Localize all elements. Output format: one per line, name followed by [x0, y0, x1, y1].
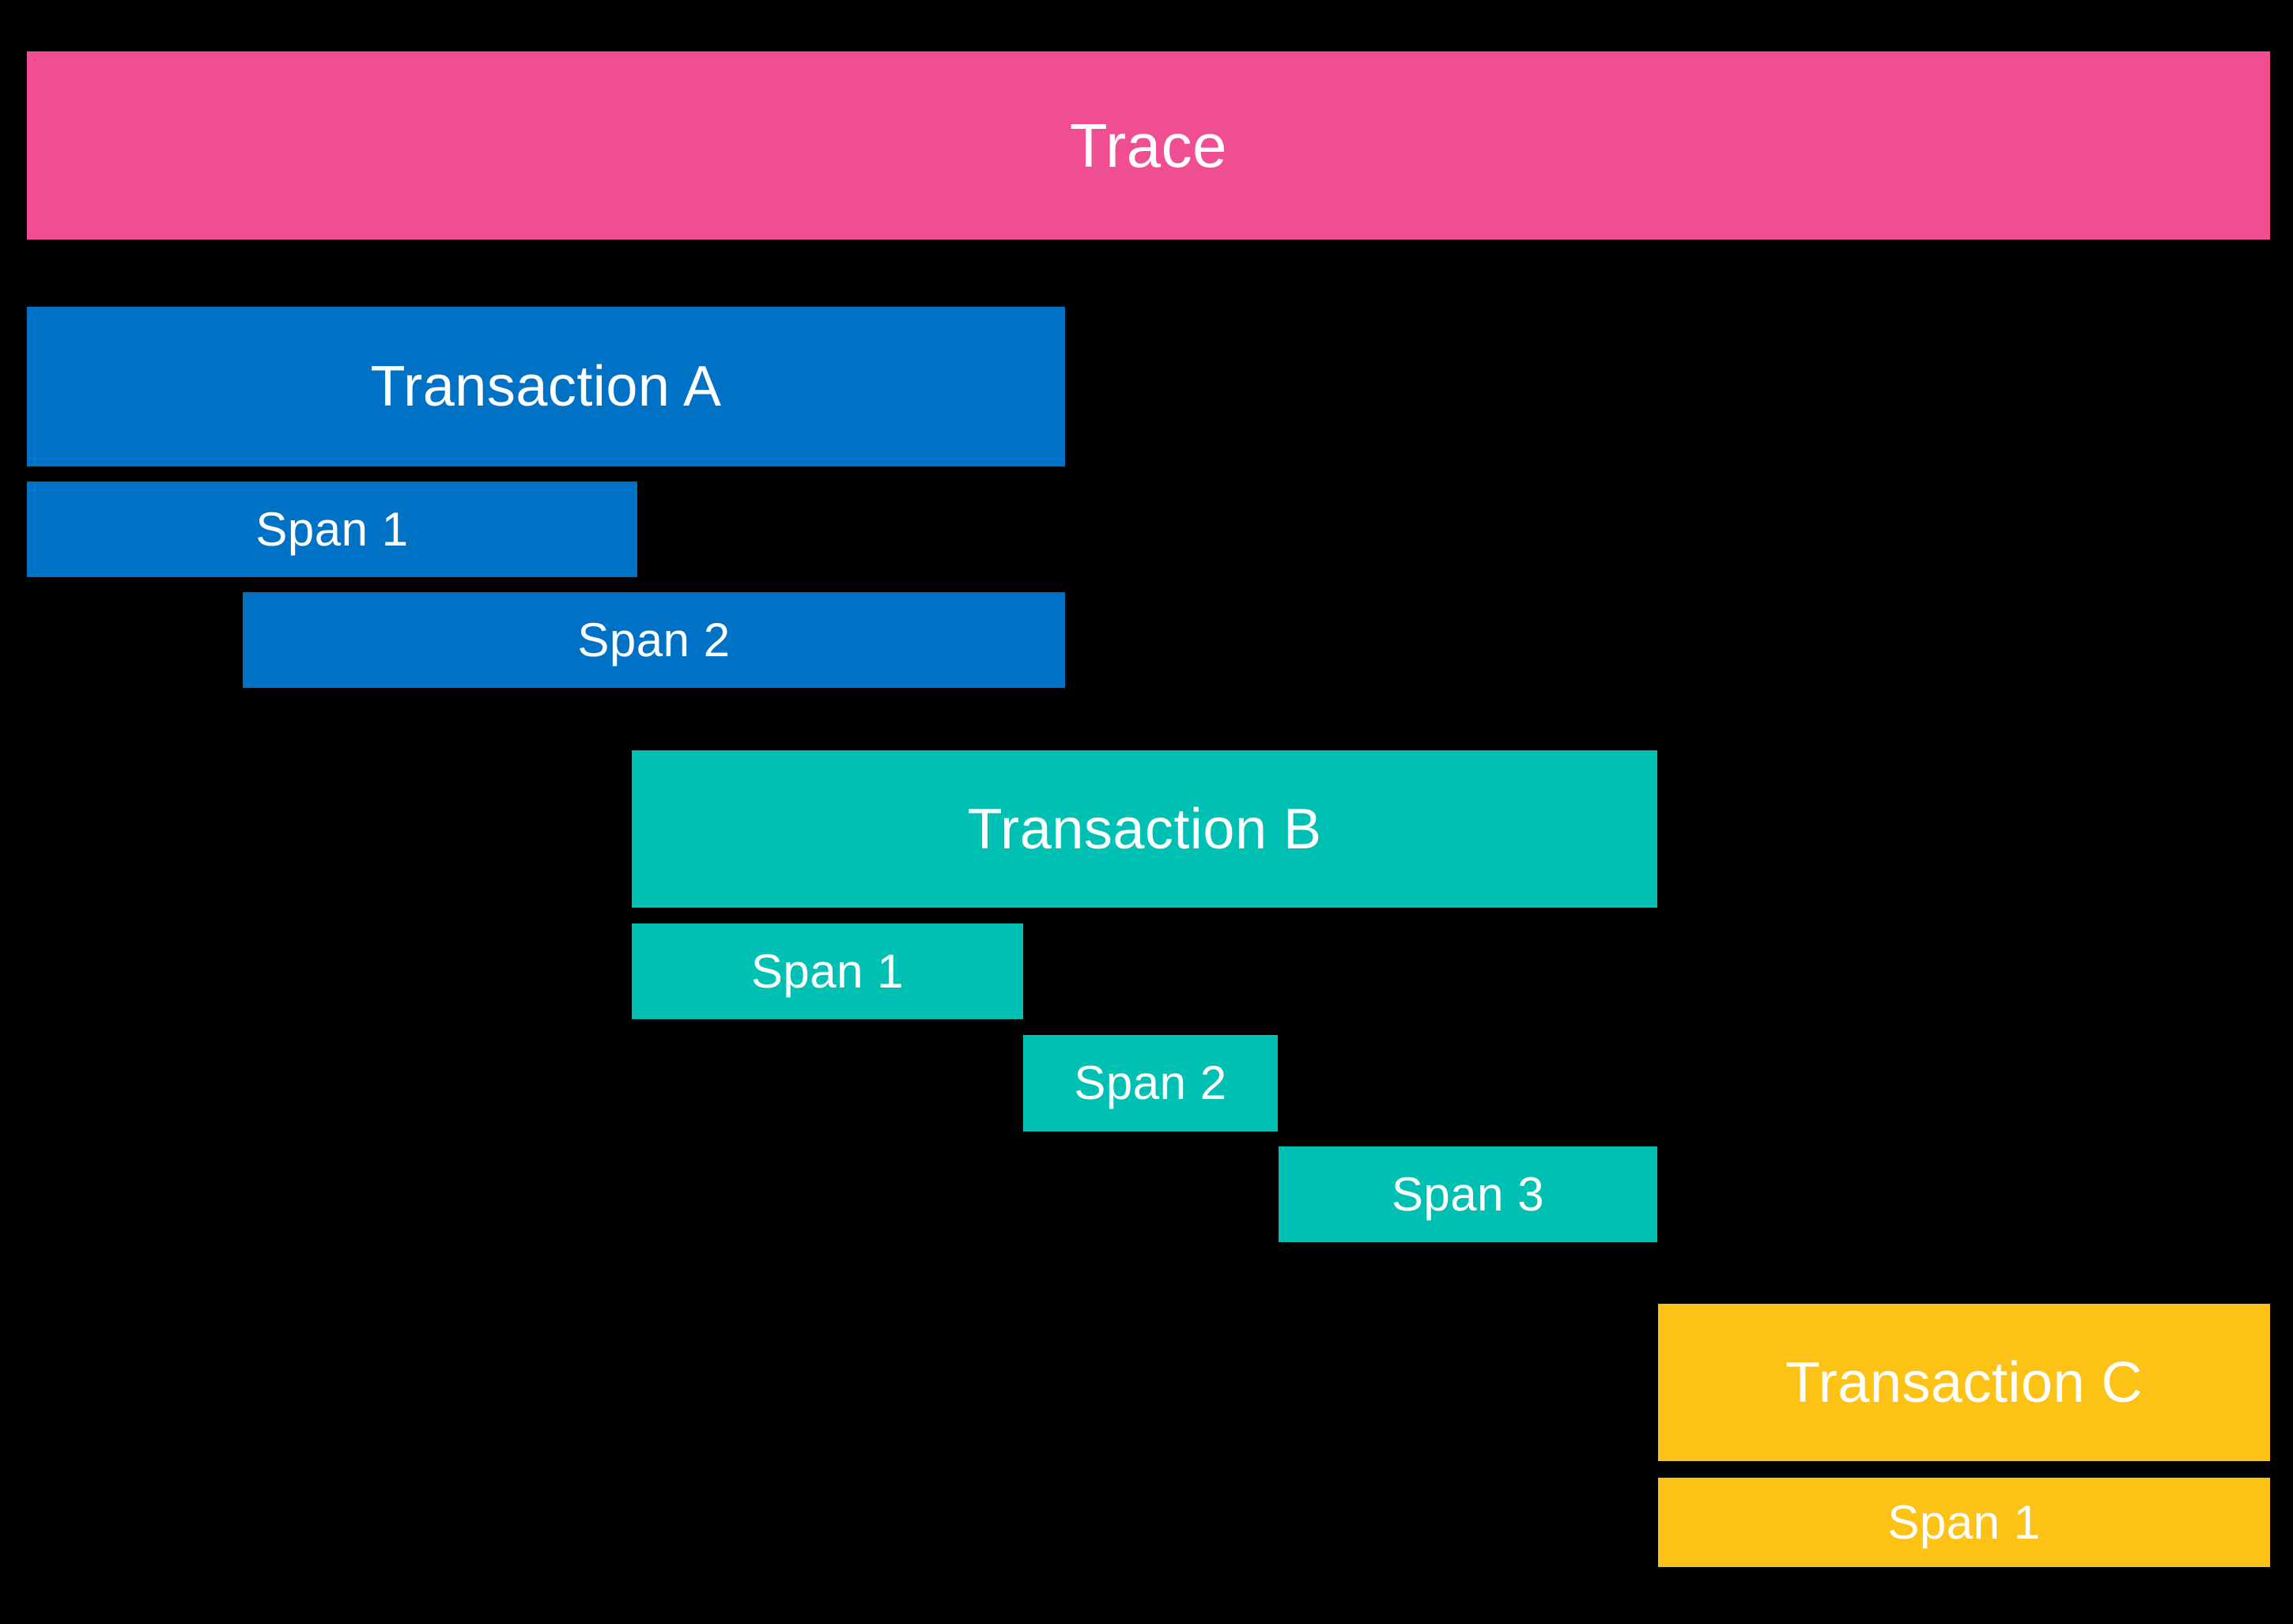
bar-transaction-b[interactable]: Transaction B [632, 750, 1657, 908]
bar-label-transaction-c-span-1: Span 1 [1887, 1495, 2041, 1549]
bar-label-trace: Trace [1070, 111, 1227, 180]
bar-transaction-a-span-2[interactable]: Span 2 [243, 592, 1065, 688]
bar-transaction-b-span-2[interactable]: Span 2 [1023, 1035, 1278, 1131]
bar-trace[interactable]: Trace [27, 51, 2270, 240]
bar-label-transaction-b-span-2: Span 2 [1074, 1056, 1227, 1109]
bar-transaction-b-span-3[interactable]: Span 3 [1279, 1146, 1657, 1242]
bar-label-transaction-c: Transaction C [1785, 1350, 2143, 1414]
bar-label-transaction-b-span-1: Span 1 [750, 944, 905, 998]
bar-transaction-c-span-1[interactable]: Span 1 [1658, 1478, 2270, 1567]
bar-label-transaction-b: Transaction B [967, 797, 1322, 861]
bar-transaction-a[interactable]: Transaction A [27, 307, 1065, 466]
bar-label-transaction-b-span-3: Span 3 [1391, 1167, 1545, 1221]
bar-label-transaction-a-span-1: Span 1 [255, 502, 409, 556]
bar-transaction-c[interactable]: Transaction C [1658, 1304, 2270, 1461]
bar-transaction-b-span-1[interactable]: Span 1 [632, 923, 1023, 1019]
bar-label-transaction-a-span-2: Span 2 [577, 613, 731, 667]
bar-transaction-a-span-1[interactable]: Span 1 [27, 482, 637, 577]
bar-label-transaction-a: Transaction A [370, 355, 722, 418]
